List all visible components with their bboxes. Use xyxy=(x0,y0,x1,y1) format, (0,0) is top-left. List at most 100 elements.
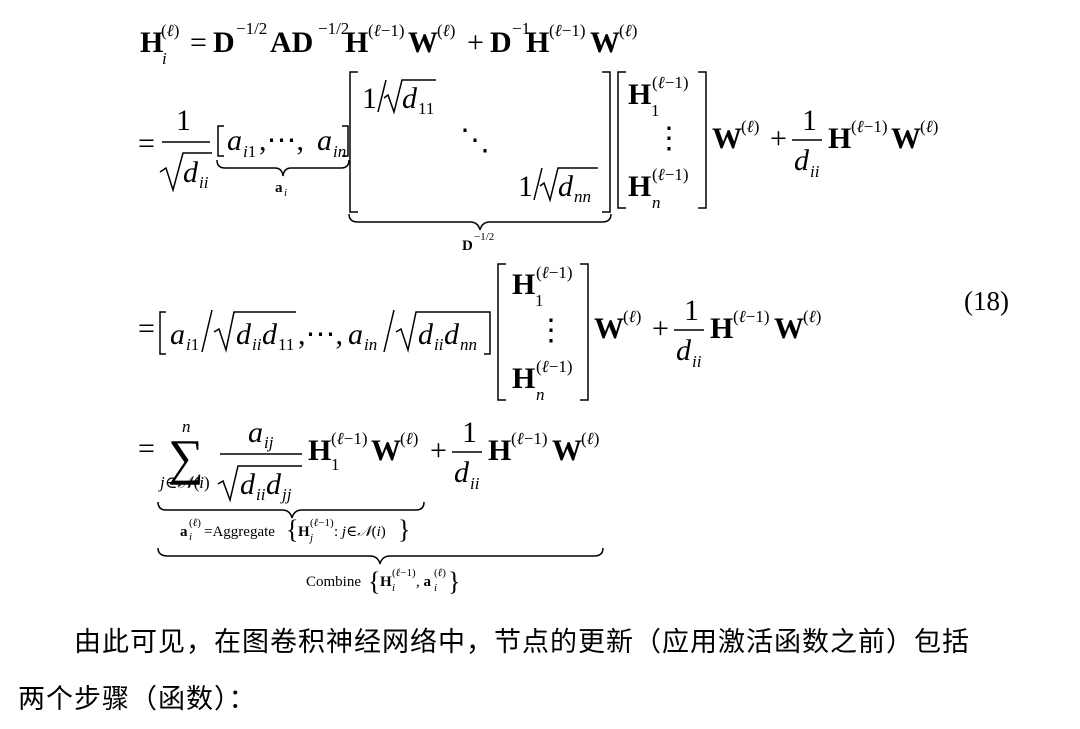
svg-text:ii: ii xyxy=(434,335,444,354)
brace-label-d-half: D xyxy=(462,238,473,254)
svg-text:jj: jj xyxy=(280,485,292,504)
svg-text:j∈𝒩(i): j∈𝒩(i) xyxy=(158,473,210,492)
svg-text:n: n xyxy=(536,385,545,404)
svg-text:i: i xyxy=(162,49,167,68)
svg-text:(ℓ−1): (ℓ−1) xyxy=(536,357,573,376)
equation-line-1: H (ℓ) i = D −1/2 AD −1/2 H (ℓ−1) W (ℓ) +… xyxy=(140,19,637,68)
svg-text:+: + xyxy=(467,26,484,59)
svg-text:H: H xyxy=(628,170,651,203)
svg-text:n: n xyxy=(182,417,191,436)
svg-text:=: = xyxy=(138,312,155,345)
svg-text:H: H xyxy=(308,434,331,467)
svg-text:(ℓ−1): (ℓ−1) xyxy=(733,307,770,326)
svg-text:,⋯,: ,⋯, xyxy=(259,124,304,157)
svg-text:nn: nn xyxy=(574,187,591,206)
svg-text:i1: i1 xyxy=(243,142,256,161)
svg-text:1: 1 xyxy=(518,170,533,203)
svg-text:(ℓ−1): (ℓ−1) xyxy=(368,21,405,40)
equation-line-2: = 1 d ii a i1 ,⋯, a in a i 1 d 11 ⋱ 1 d … xyxy=(138,71,938,254)
equation-number: (18) xyxy=(964,286,1009,316)
brace-label-a-i: a xyxy=(275,180,283,196)
svg-text:=: = xyxy=(190,26,207,59)
svg-text:in: in xyxy=(333,142,346,161)
svg-text:ii: ii xyxy=(810,162,820,181)
svg-text:i: i xyxy=(392,582,395,594)
svg-text:(ℓ−1): (ℓ−1) xyxy=(536,263,573,282)
svg-text:(ℓ): (ℓ) xyxy=(619,21,637,40)
svg-text:−1/2: −1/2 xyxy=(236,19,267,38)
svg-text:(ℓ−1): (ℓ−1) xyxy=(331,429,368,448)
equation-line-4: = n ∑ j∈𝒩(i) a ij d ii d jj H (ℓ−1) 1 W … xyxy=(138,416,604,596)
svg-text:−1/2: −1/2 xyxy=(318,19,349,38)
equation-18: H (ℓ) i = D −1/2 AD −1/2 H (ℓ−1) W (ℓ) +… xyxy=(138,19,938,596)
svg-text:a: a xyxy=(180,524,188,540)
aggregate-label: =Aggregate xyxy=(204,524,275,540)
svg-text:d: d xyxy=(418,318,434,351)
svg-text:{: { xyxy=(368,567,380,596)
svg-text:−1/2: −1/2 xyxy=(474,231,494,243)
svg-text:D: D xyxy=(490,26,512,59)
svg-text:11: 11 xyxy=(278,335,294,354)
svg-text:}: } xyxy=(398,515,410,544)
svg-text:a: a xyxy=(227,124,242,157)
combine-label: Combine xyxy=(306,574,361,590)
svg-text:nn: nn xyxy=(460,335,477,354)
svg-text:(ℓ): (ℓ) xyxy=(437,21,455,40)
svg-text:ii: ii xyxy=(256,485,266,504)
svg-text:H: H xyxy=(380,574,392,590)
paragraph-line-1: 由此可见，在图卷积神经网络中，节点的更新（应用激活函数之前）包括 xyxy=(74,627,970,658)
svg-text:}: } xyxy=(448,567,460,596)
equation-line-3: = a i1 d ii d 11 ,⋯, a in d ii d nn H (ℓ… xyxy=(138,263,821,404)
svg-text:i: i xyxy=(189,531,192,543)
svg-text:, a: , a xyxy=(416,574,432,590)
svg-text:d: d xyxy=(236,318,252,351)
svg-text:H: H xyxy=(828,122,851,155)
svg-text:(ℓ): (ℓ) xyxy=(434,567,446,579)
svg-text:⋮: ⋮ xyxy=(654,122,684,155)
svg-text:d: d xyxy=(240,468,256,501)
svg-text:1: 1 xyxy=(535,291,544,310)
svg-text:a: a xyxy=(317,124,332,157)
svg-text:d: d xyxy=(183,156,199,189)
svg-text:H: H xyxy=(526,26,549,59)
svg-text:H: H xyxy=(298,524,310,540)
svg-text:D: D xyxy=(213,26,235,59)
svg-text:1: 1 xyxy=(362,82,377,115)
svg-text:+: + xyxy=(770,122,787,155)
svg-text:H: H xyxy=(512,362,535,395)
svg-text:+: + xyxy=(430,434,447,467)
svg-text:a: a xyxy=(248,416,263,449)
svg-text:n: n xyxy=(652,193,661,212)
svg-text:(ℓ): (ℓ) xyxy=(803,307,821,326)
svg-text:1: 1 xyxy=(684,294,699,327)
svg-text:ii: ii xyxy=(470,474,480,493)
svg-text:H: H xyxy=(628,78,651,111)
svg-text:j: j xyxy=(308,532,313,544)
svg-text:1: 1 xyxy=(802,104,817,137)
svg-text:d: d xyxy=(266,468,282,501)
svg-text:d: d xyxy=(444,318,460,351)
svg-text:(ℓ): (ℓ) xyxy=(400,429,418,448)
svg-text:W: W xyxy=(371,434,401,467)
svg-text:∑: ∑ xyxy=(168,429,204,485)
svg-text:W: W xyxy=(774,312,804,345)
svg-text:=: = xyxy=(138,127,155,160)
svg-text:(ℓ−1): (ℓ−1) xyxy=(310,517,334,529)
svg-text:(ℓ): (ℓ) xyxy=(741,117,759,136)
svg-text:i: i xyxy=(434,582,437,594)
svg-text:i1: i1 xyxy=(186,335,199,354)
svg-text:ii: ii xyxy=(692,352,702,371)
svg-text:d: d xyxy=(558,170,574,203)
svg-text:(ℓ): (ℓ) xyxy=(623,307,641,326)
svg-text:a: a xyxy=(348,318,363,351)
svg-text:(ℓ): (ℓ) xyxy=(189,517,201,529)
svg-text:+: + xyxy=(652,312,669,345)
svg-text:⋱: ⋱ xyxy=(460,124,490,157)
svg-text:H: H xyxy=(140,26,163,59)
svg-text:(ℓ−1): (ℓ−1) xyxy=(549,21,586,40)
svg-text:H: H xyxy=(345,26,368,59)
svg-text:W: W xyxy=(891,122,921,155)
svg-text:{: { xyxy=(286,515,298,544)
svg-text:1: 1 xyxy=(331,455,340,474)
svg-text:⋮: ⋮ xyxy=(536,314,566,347)
